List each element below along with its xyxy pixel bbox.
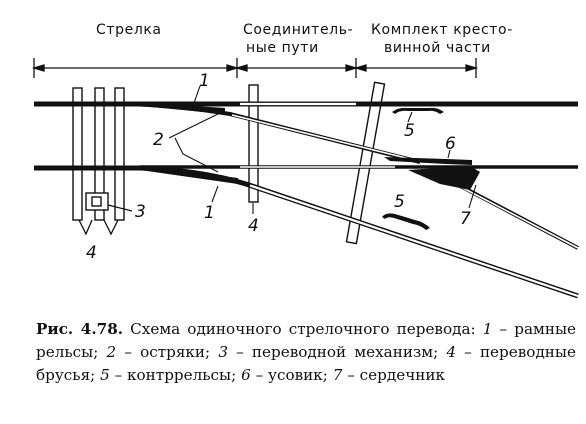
frog-assembly bbox=[384, 157, 480, 190]
caption-num-3: 3 bbox=[218, 343, 228, 361]
caption-label: Рис. 4.78. bbox=[36, 320, 124, 338]
caption-item-6: усовик; bbox=[268, 366, 328, 384]
callout-5-bottom: 5 bbox=[394, 192, 405, 212]
switch-point-bottom bbox=[140, 166, 238, 184]
header-switch: Стрелка bbox=[96, 22, 162, 38]
callout-7: 7 bbox=[460, 209, 471, 229]
caption-num-2: 2 bbox=[106, 343, 117, 361]
caption-num-6: 6 bbox=[241, 366, 251, 384]
caption-num-5: 5 bbox=[100, 366, 110, 384]
switch-machine bbox=[85, 192, 133, 212]
callout-3: 3 bbox=[135, 202, 146, 222]
check-rail-bottom bbox=[382, 213, 430, 230]
sleeper-switch-1 bbox=[72, 87, 83, 221]
callout-4-left: 4 bbox=[86, 243, 97, 263]
sleeper-crossing bbox=[345, 81, 386, 245]
figure-caption: Рис. 4.78. Схема одиночного стрелочного … bbox=[36, 320, 577, 384]
wing-rail bbox=[384, 157, 472, 165]
switch-point-top bbox=[130, 102, 225, 114]
switch-sleeper-ends bbox=[78, 219, 119, 236]
caption-item-4: переводные брусья; bbox=[36, 343, 577, 384]
callout-5-top: 5 bbox=[404, 121, 415, 141]
caption-item-3: переводной механизм; bbox=[251, 343, 439, 361]
check-rails bbox=[382, 107, 444, 230]
callout-2: 2 bbox=[153, 130, 164, 150]
leader-lines bbox=[168, 85, 477, 214]
sleeper-switch-3 bbox=[114, 87, 125, 221]
sleeper-connecting bbox=[248, 84, 259, 203]
frog-point bbox=[408, 166, 480, 190]
caption-title: Схема одиночного стрелочного перевода: bbox=[130, 320, 476, 338]
caption-item-5: контррельсы; bbox=[127, 366, 237, 384]
rails bbox=[34, 101, 579, 299]
header-connecting-line2: ные пути bbox=[246, 40, 319, 56]
callout-6: 6 bbox=[445, 134, 456, 154]
callout-4-mid: 4 bbox=[248, 216, 259, 236]
dimension-line bbox=[31, 58, 479, 78]
check-rail-top bbox=[392, 107, 444, 114]
caption-item-2: остряки; bbox=[140, 343, 211, 361]
callout-1-bottom: 1 bbox=[204, 203, 215, 223]
caption-num-1: 1 bbox=[482, 320, 493, 338]
caption-item-7: сердечник bbox=[359, 366, 445, 384]
sleeper-switch-2 bbox=[94, 87, 105, 221]
caption-item-1: рамные рельсы; bbox=[36, 320, 577, 361]
callout-1-top: 1 bbox=[199, 71, 210, 91]
header-crossing-line1: Комплект кресто- bbox=[371, 22, 513, 38]
caption-num-4: 4 bbox=[446, 343, 457, 361]
caption-num-7: 7 bbox=[332, 366, 343, 384]
header-connecting-line1: Соединитель- bbox=[243, 22, 353, 38]
sleepers bbox=[72, 81, 386, 245]
header-crossing-line2: винной части bbox=[384, 40, 491, 56]
